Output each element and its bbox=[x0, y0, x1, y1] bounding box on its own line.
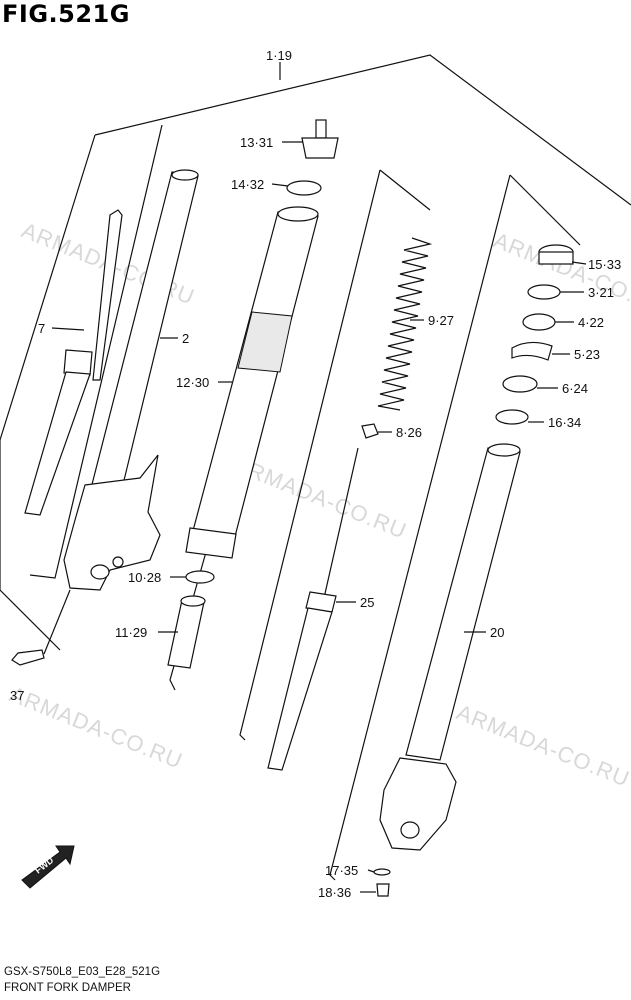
model-code: GSX-S750L8_E03_E28_521G bbox=[4, 966, 161, 978]
callout-1-19: 1·19 bbox=[266, 48, 292, 63]
part-20-tube-top bbox=[487, 443, 521, 457]
part-37-bolt bbox=[11, 649, 45, 666]
part-7-lower-tube bbox=[24, 371, 91, 516]
part-7-ring bbox=[63, 349, 93, 376]
callout-10-28: 10·28 bbox=[128, 570, 161, 585]
assembly-frame-top bbox=[94, 54, 631, 206]
part-13-adjuster-stem bbox=[315, 119, 327, 139]
part-15-bushing-body bbox=[538, 251, 574, 265]
callout-8-26: 8·26 bbox=[396, 425, 422, 440]
leader-7 bbox=[51, 327, 85, 331]
callout-20: 20 bbox=[490, 625, 504, 640]
callout-37: 37 bbox=[10, 688, 24, 703]
callout-7: 7 bbox=[38, 321, 45, 336]
right-fork-frame-left bbox=[329, 174, 511, 881]
part-25-lower-tube bbox=[267, 607, 333, 771]
right-fork-frame-top bbox=[509, 174, 581, 246]
part-4-oil-seal bbox=[522, 313, 556, 331]
part-6-dust-seal bbox=[502, 375, 538, 393]
callout-2: 2 bbox=[182, 331, 189, 346]
part-14-o-ring bbox=[286, 180, 322, 196]
spring-frame-left bbox=[239, 169, 381, 741]
part-7-rod bbox=[92, 209, 123, 381]
part-16-guide-bush bbox=[495, 409, 529, 425]
left-axle-hole bbox=[90, 564, 110, 580]
figure-title: FIG.521G bbox=[2, 0, 130, 28]
leader-17 bbox=[367, 869, 375, 873]
part-13-cap-body bbox=[301, 137, 339, 159]
watermark-3: ARMADA-CO.RU bbox=[490, 227, 631, 319]
part-3-washer bbox=[527, 284, 561, 300]
callout-15-33: 15·33 bbox=[588, 257, 621, 272]
callout-16-34: 16·34 bbox=[548, 415, 581, 430]
callout-18-36: 18·36 bbox=[318, 885, 351, 900]
part-5-circlip bbox=[511, 341, 553, 361]
callout-3-21: 3·21 bbox=[588, 285, 614, 300]
part-12-tube-band bbox=[237, 311, 293, 373]
callout-4-22: 4·22 bbox=[578, 315, 604, 330]
part-8-nut bbox=[361, 423, 379, 439]
part-11-piston bbox=[167, 599, 205, 669]
callout-13-31: 13·31 bbox=[240, 135, 273, 150]
part-2-tube-top bbox=[171, 169, 199, 181]
part-17-washer bbox=[373, 868, 391, 876]
leader-15 bbox=[571, 261, 587, 265]
callout-14-32: 14·32 bbox=[231, 177, 264, 192]
part-12-tube-top bbox=[277, 206, 319, 222]
part-12-tube-base bbox=[185, 527, 237, 559]
callout-11-29: 11·29 bbox=[115, 625, 147, 640]
callout-17-35: 17·35 bbox=[325, 863, 358, 878]
callout-9-27: 9·27 bbox=[428, 313, 454, 328]
callout-6-24: 6·24 bbox=[562, 381, 588, 396]
watermark-4: ARMADA-CO.RU bbox=[6, 681, 186, 773]
callout-5-23: 5·23 bbox=[574, 347, 600, 362]
callout-12-30: 12·30 bbox=[176, 375, 209, 390]
part-18-drain-bolt bbox=[376, 883, 390, 897]
part-10-seal bbox=[185, 570, 215, 584]
right-axle-bracket bbox=[379, 757, 457, 851]
leader-14 bbox=[271, 183, 289, 187]
figure-name: FRONT FORK DAMPER bbox=[4, 982, 131, 994]
part-9-spring bbox=[377, 237, 433, 411]
fwd-arrow-icon: FWD bbox=[21, 845, 75, 889]
bolt-leader bbox=[43, 589, 71, 655]
part-11-top bbox=[180, 595, 206, 607]
part-25-rod bbox=[323, 447, 359, 599]
callout-25: 25 bbox=[360, 595, 374, 610]
spring-frame-top bbox=[379, 169, 431, 211]
watermark-2: ARMADA-CO.RU bbox=[230, 451, 410, 543]
left-fork-frame bbox=[29, 124, 163, 579]
left-axle-bracket bbox=[63, 454, 161, 591]
right-axle-hole bbox=[400, 821, 420, 839]
watermark-5: ARMADA-CO.RU bbox=[453, 699, 631, 791]
left-bracket-bolt-hole bbox=[112, 556, 124, 568]
assembly-frame-left bbox=[0, 134, 96, 651]
